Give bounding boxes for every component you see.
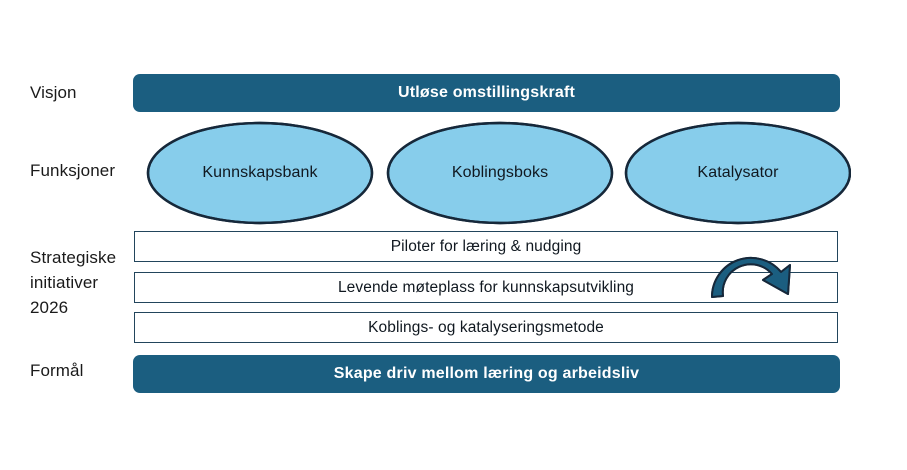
vision-bar: Utløse omstillingskraft <box>133 74 840 112</box>
row-label-strategiske-initiativer: Strategiske initiativer 2026 <box>30 248 117 317</box>
purpose-bar-text: Skape driv mellom læring og arbeidsliv <box>333 365 640 382</box>
ellipse-katalysator-outline <box>624 121 851 225</box>
row-label-visjon: Visjon <box>30 83 77 102</box>
initiative-label: Levende møteplass for kunnskapsutvikling <box>337 278 635 296</box>
row-label-funksjoner: Funksjoner <box>30 161 116 180</box>
purpose-bar: Skape driv mellom læring og arbeidsliv <box>133 355 840 393</box>
initiative-box-piloter: Piloter for læring & nudging <box>134 231 838 262</box>
initiative-box-metode: Koblings- og katalyseringsmetode <box>134 312 838 343</box>
row-label-formal: Formål <box>30 361 84 380</box>
ellipse-kunnskapsbank-outline <box>146 121 374 225</box>
initiative-box-moteplass: Levende møteplass for kunnskapsutvikling <box>134 272 838 303</box>
initiative-label: Koblings- og katalyseringsmetode <box>368 318 604 336</box>
vision-bar-text: Utløse omstillingskraft <box>397 84 576 101</box>
initiative-label: Piloter for læring & nudging <box>390 237 582 255</box>
functions-venn: Kunnskapsbank Koblingsboks Katalysator <box>133 118 851 228</box>
ellipse-koblingsboks-outline <box>386 121 614 225</box>
functions-venn-svg <box>146 121 851 225</box>
